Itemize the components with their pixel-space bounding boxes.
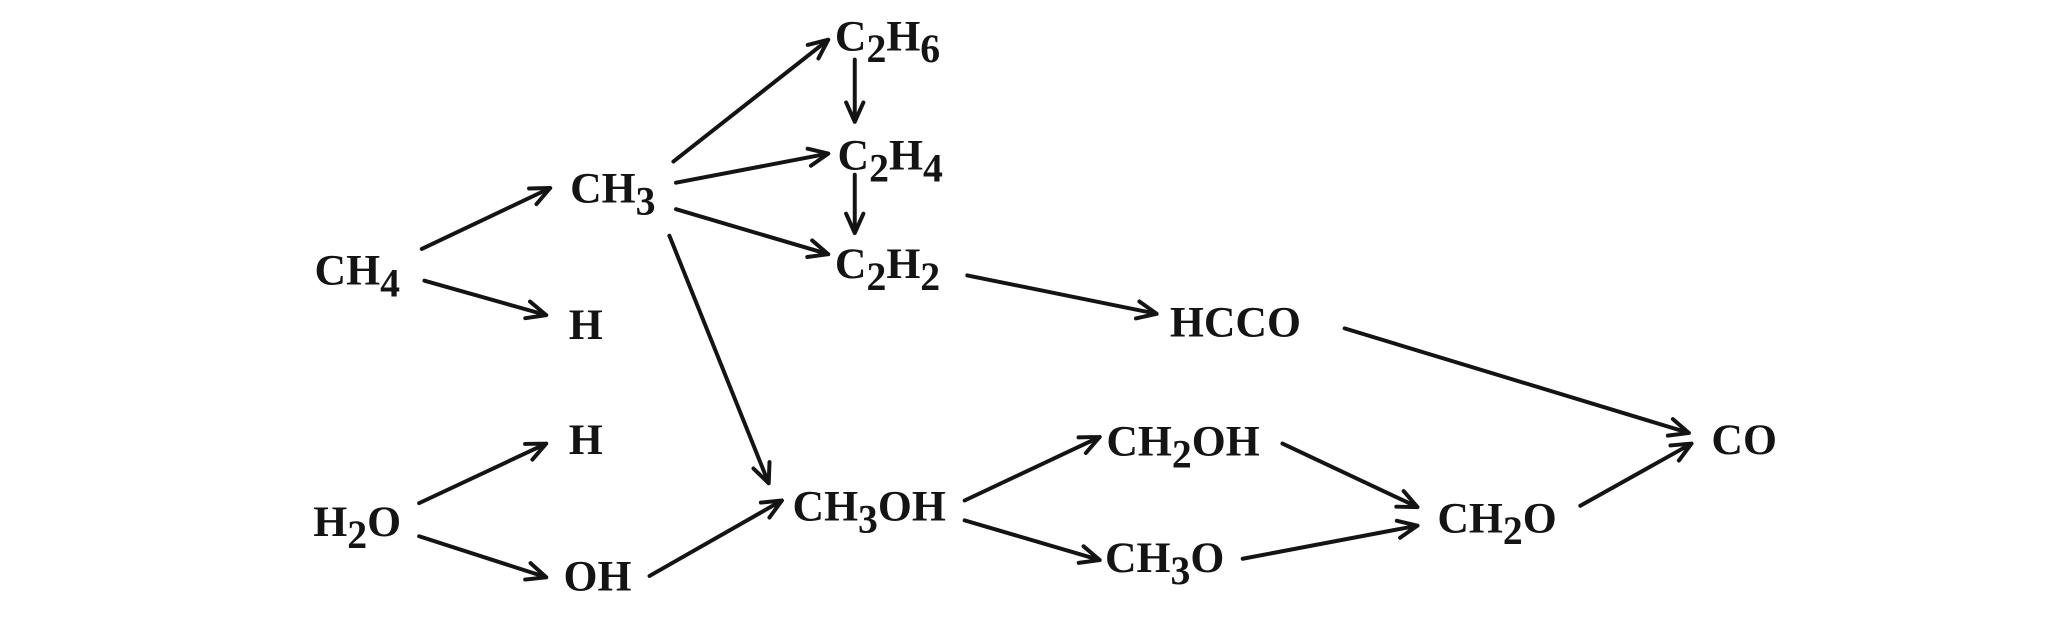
subscript: 2 [866,27,886,71]
subscript: 3 [636,179,656,223]
formula-part: OH [1192,417,1260,465]
formula-part: H [313,498,347,546]
formula-part: O [1190,534,1224,582]
arrow-ch3-to-c2h4 [674,146,831,185]
arrow-ch4-to-h_a [422,278,549,321]
species-oh: OH [563,553,631,601]
arrow-ch3-to-c2h2 [674,207,831,259]
subscript: 2 [347,513,367,557]
arrow-ch3oh-to-ch3o [962,518,1102,565]
formula-part: CH [315,247,381,295]
species-h-upper: H [569,301,603,349]
subscript: 2 [866,255,886,299]
arrow-ch4-to-ch3 [419,186,553,251]
arrow-hcco-to-co [1342,326,1691,438]
formula-part: CH [1106,417,1172,465]
formula-part: CH [570,165,636,213]
species-ch2oh: CH2OH [1106,417,1259,476]
species-ch3o: CH3O [1105,534,1224,593]
formula-part: H [569,416,603,464]
formula-part: CH [1437,494,1503,542]
formula-part: O [1523,494,1557,542]
species-hcco: HCCO [1170,298,1301,346]
formula-part: C [838,131,870,179]
formula-part: H [889,131,923,179]
species-labels: CH4 H CH3 C2H6 C2H4 C2H2 HCCO H H2O OH C… [313,12,1777,600]
formula-part: H [886,12,920,60]
arrow-ch2oh-to-ch2o [1280,441,1420,510]
arrow-ch3o-to-ch2o [1240,518,1420,561]
arrow-h2o-to-oh [417,534,549,582]
arrow-oh-to-ch3oh [647,498,784,578]
arrow-ch3-to-ch3oh [667,233,772,486]
formula-part: OH [563,553,631,601]
subscript: 2 [869,146,889,190]
formula-part: CH [793,482,859,530]
subscript: 2 [920,255,940,299]
subscript: 2 [1172,432,1192,476]
arrow-ch3-to-c2h6 [671,37,831,164]
species-ch4: CH4 [315,247,401,306]
arrows [417,37,1694,582]
species-ch3oh: CH3OH [793,482,946,541]
species-co: CO [1711,416,1777,464]
formula-part: CH [1105,534,1171,582]
formula-part: H [886,240,920,288]
subscript: 3 [858,497,878,541]
formula-part: H [569,301,603,349]
subscript: 6 [920,27,940,71]
arrow-c2h6-to-c2h4 [844,57,866,124]
subscript: 4 [923,146,943,190]
formula-part: C [835,240,867,288]
formula-part: OH [878,482,946,530]
species-c2h6: C2H6 [835,12,940,71]
species-h2o: H2O [313,498,401,557]
species-c2h4: C2H4 [838,131,943,190]
species-c2h2: C2H2 [835,240,940,299]
arrow-ch2o-to-co [1578,441,1694,508]
arrow-c2h2-to-hcco [965,273,1159,321]
formula-part: CO [1711,416,1777,464]
species-h-lower: H [569,416,603,464]
formula-part: C [835,12,867,60]
arrow-h2o-to-h_b [417,441,549,506]
species-ch3: CH3 [570,165,655,224]
subscript: 3 [1171,549,1191,593]
arrow-c2h4-to-c2h2 [844,172,866,236]
subscript: 4 [380,262,400,306]
arrow-ch3oh-to-ch2oh [962,434,1102,503]
subscript: 2 [1503,509,1523,553]
species-ch2o: CH2O [1437,494,1556,553]
formula-part: HCCO [1170,298,1301,346]
formula-part: O [367,498,401,546]
